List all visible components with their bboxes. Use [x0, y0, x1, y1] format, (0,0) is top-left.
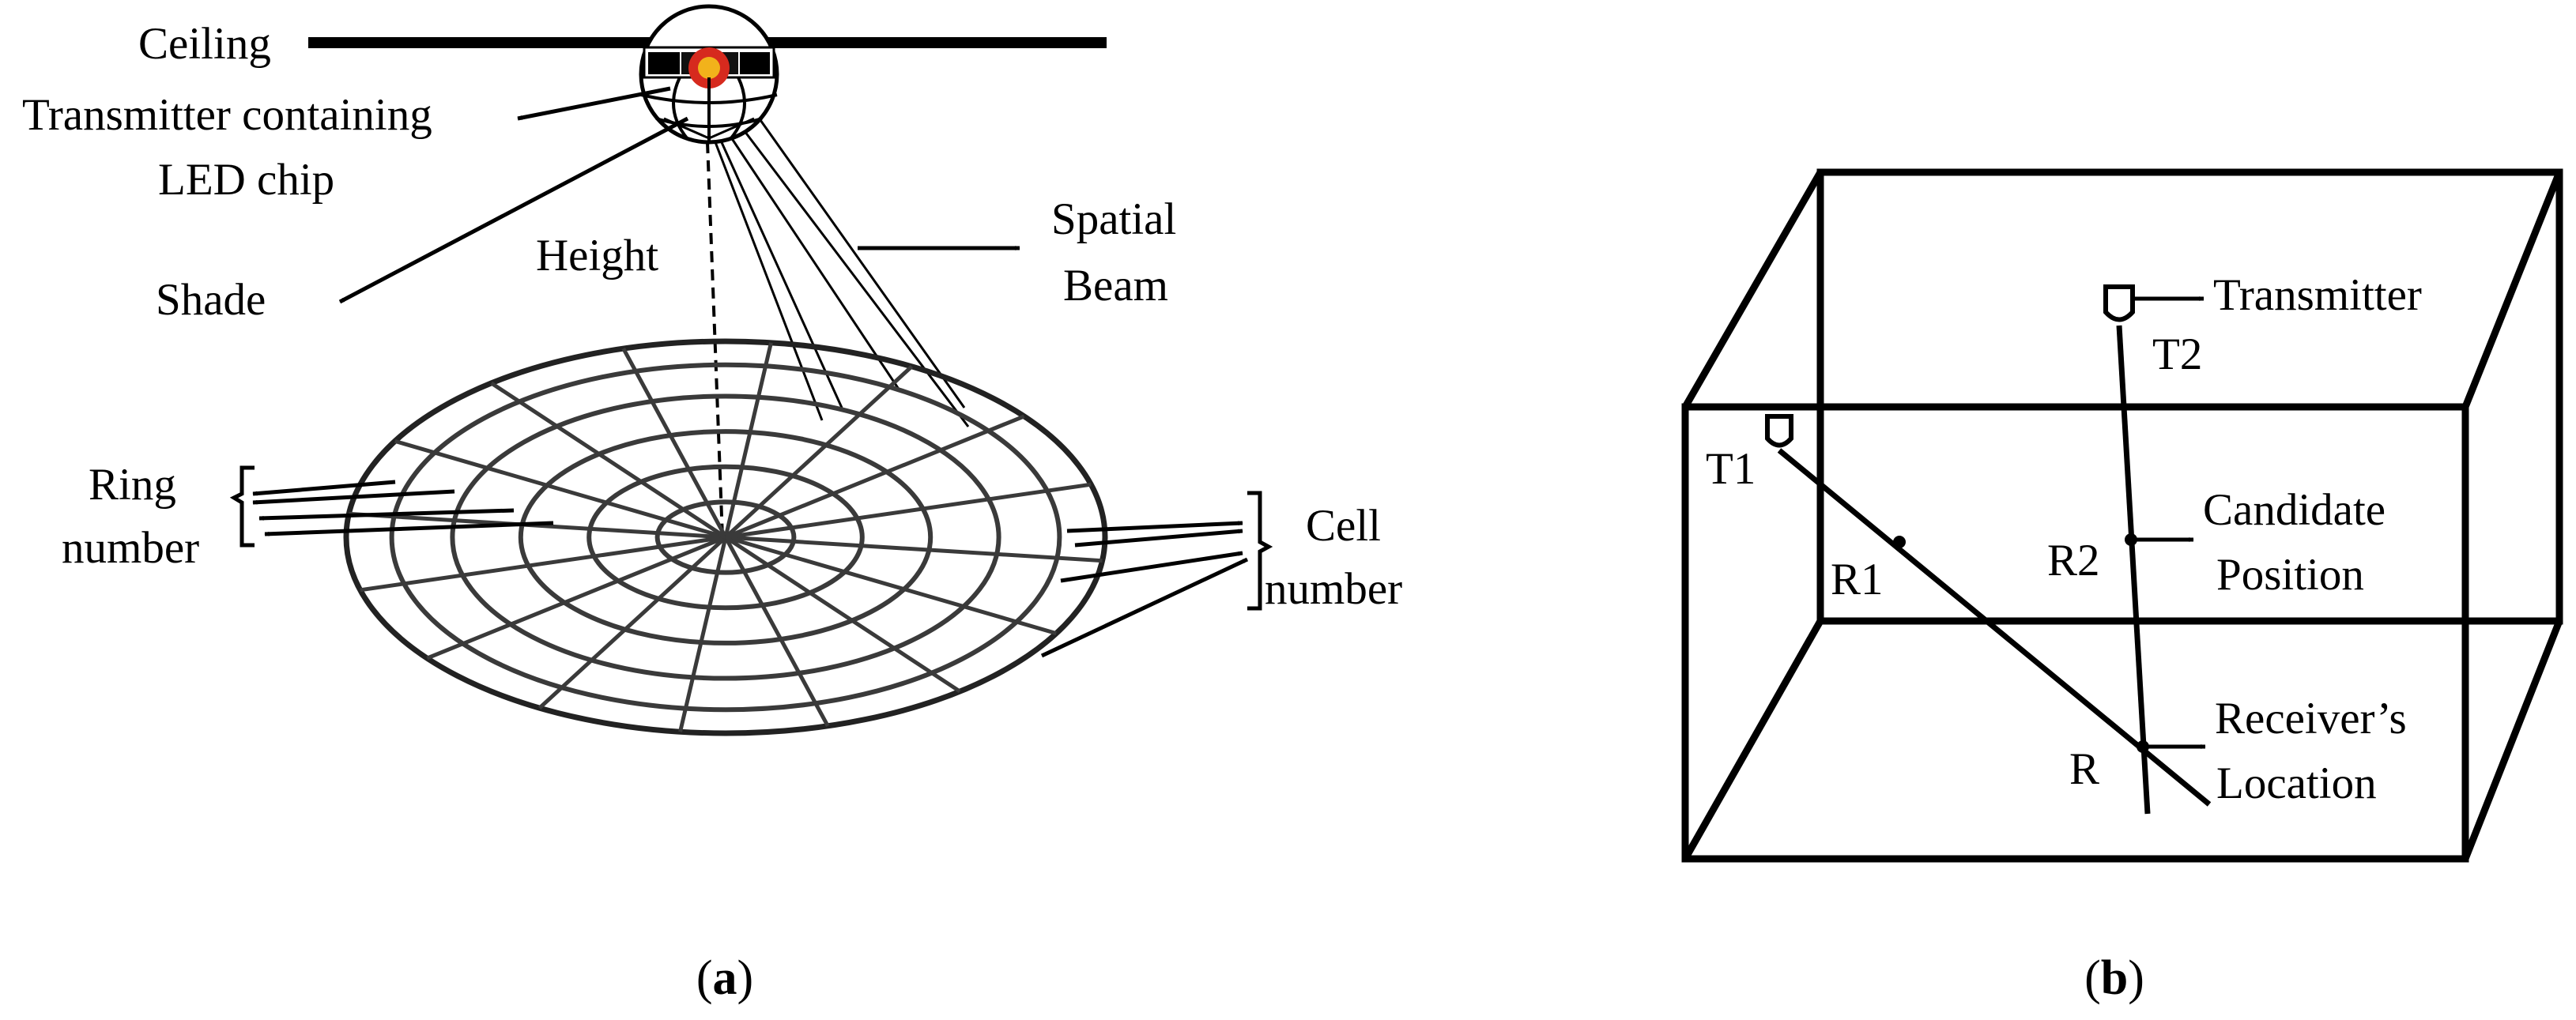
ring-grid — [343, 338, 1108, 736]
spoke-1 — [725, 535, 1103, 563]
ring-6 — [343, 338, 1108, 736]
ring-2 — [586, 464, 865, 611]
t1-label: T1 — [1706, 444, 1756, 494]
ring-4 — [450, 393, 1001, 681]
spoke-5 — [678, 536, 728, 732]
caption-b: (b) — [2084, 951, 2144, 1005]
ring-number-label-1: Ring — [89, 460, 176, 510]
ring-5 — [389, 362, 1062, 713]
cell-number-label-2: number — [1265, 564, 1402, 614]
spoke-7 — [426, 535, 726, 661]
transmitter-label-1: Transmitter containing — [22, 90, 432, 140]
r1-label: R1 — [1831, 555, 1884, 604]
spoke-6 — [537, 536, 727, 709]
spoke-2 — [725, 535, 1057, 636]
cell-number-brace — [1247, 491, 1273, 611]
point-r1 — [1893, 536, 1906, 548]
spatial-beam-lines — [714, 119, 970, 427]
ring-number-label-2: number — [62, 523, 199, 573]
transmitter-t1-icon — [1765, 414, 1793, 448]
ring-3 — [518, 429, 933, 645]
spoke-3 — [724, 535, 961, 694]
spoke-11 — [490, 381, 727, 540]
t2-label: T2 — [2152, 329, 2202, 379]
shade-label: Shade — [156, 275, 266, 325]
spoke-14 — [724, 365, 914, 539]
transmitter-globe — [639, 4, 779, 145]
receiver-label-1: Receiver’s — [2215, 694, 2407, 743]
ring-number-brace — [229, 465, 255, 548]
panel-b: Transmitter T1 T2 Candidate Position R1 … — [1681, 168, 2563, 1005]
height-line — [706, 141, 724, 538]
cell-number-arrows — [1040, 521, 1249, 658]
spoke-8 — [360, 535, 726, 593]
receiver-label-2: Location — [2216, 758, 2377, 808]
ring-number-arrows — [252, 480, 554, 536]
spoke-4 — [723, 536, 830, 728]
transmitter-label-2: LED chip — [158, 155, 334, 205]
spoke-13 — [723, 342, 773, 538]
transmitter-label-b: Transmitter — [2213, 270, 2422, 320]
transmitter-t2-icon — [2103, 284, 2135, 322]
candidate-label-2: Position — [2216, 550, 2364, 600]
spatial-beam-label-2: Beam — [1063, 261, 1168, 311]
panel-a: Ceiling Transmitter containing LED chip … — [22, 4, 1402, 1005]
ceiling-label: Ceiling — [138, 19, 271, 69]
r-label: R — [2069, 744, 2099, 794]
spoke-12 — [621, 347, 728, 539]
candidate-label-1: Candidate — [2203, 485, 2386, 535]
spatial-beam-label-1: Spatial — [1051, 194, 1176, 244]
height-label: Height — [536, 231, 658, 280]
ring-1 — [654, 499, 797, 575]
beam-line-t2 — [2116, 325, 2151, 815]
spoke-10 — [394, 438, 726, 540]
r2-label: R2 — [2047, 536, 2100, 585]
spoke-16 — [725, 482, 1092, 540]
shade-arrow — [338, 116, 689, 304]
caption-a: (a) — [696, 951, 753, 1005]
room-box — [1681, 168, 2563, 863]
transmitter-arrow — [517, 86, 671, 121]
spoke-15 — [725, 414, 1025, 540]
cell-number-label-1: Cell — [1306, 501, 1381, 551]
